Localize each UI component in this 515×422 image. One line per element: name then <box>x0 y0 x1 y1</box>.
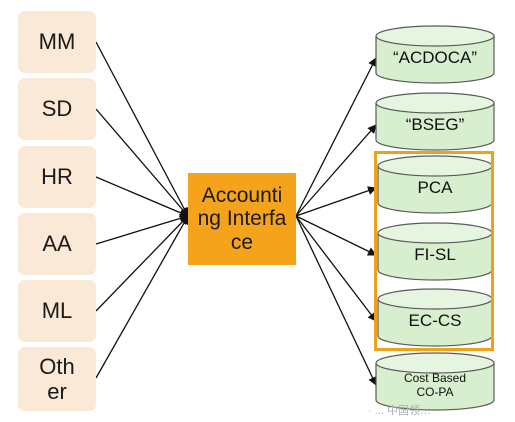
source-other-label: Oth er <box>39 353 75 404</box>
cylinder-fisl <box>377 222 493 281</box>
source-ml-label: ML <box>41 298 73 324</box>
arrow-other-to-interface <box>95 215 189 379</box>
watermark: · ... 中国领… <box>368 405 431 417</box>
target-fisl-label: FI-SL <box>414 245 456 264</box>
source-mm: MM <box>18 11 96 73</box>
arrow-interface-to-fisl <box>295 215 377 256</box>
arrow-sd-to-interface <box>95 108 189 217</box>
source-hr: HR <box>18 146 96 208</box>
arrow-interface-to-copa <box>295 215 377 386</box>
target-acdoca-label: “ACDOCA” <box>392 48 478 67</box>
cylinder-acdoca <box>375 25 495 84</box>
cylinder-copa <box>375 352 495 411</box>
target-eccs-label: EC-CS <box>408 311 462 330</box>
source-hr-label: HR <box>41 164 73 190</box>
cylinder-bseg <box>375 92 495 151</box>
arrow-mm-to-interface <box>95 41 189 217</box>
arrow-interface-to-bseg <box>295 124 377 217</box>
cylinder-pca <box>377 155 493 214</box>
arrow-hr-to-interface <box>95 176 189 218</box>
cylinder-eccs <box>377 288 493 347</box>
arrow-interface-to-eccs <box>295 215 377 322</box>
target-copa-label: Cost Based CO-PA <box>403 371 467 399</box>
source-sd-label: SD <box>41 96 73 122</box>
arrow-interface-to-pca <box>295 186 377 217</box>
target-bseg-label: “BSEG” <box>405 115 465 134</box>
arrow-aa-to-interface <box>95 214 189 245</box>
arrow-ml-to-interface <box>95 215 189 312</box>
source-aa: AA <box>18 213 96 275</box>
source-ml: ML <box>18 280 96 342</box>
target-pca-label: PCA <box>417 178 453 197</box>
source-aa-label: AA <box>42 231 72 257</box>
accounting-interface-label: Accounting Interface <box>197 183 287 254</box>
source-sd: SD <box>18 78 96 140</box>
source-mm-label: MM <box>38 29 76 55</box>
highlight-frame <box>374 151 494 351</box>
accounting-interface-box: Accounting Interface <box>188 173 296 265</box>
arrow-interface-to-acdoca <box>295 57 377 217</box>
source-other: Oth er <box>18 347 96 411</box>
